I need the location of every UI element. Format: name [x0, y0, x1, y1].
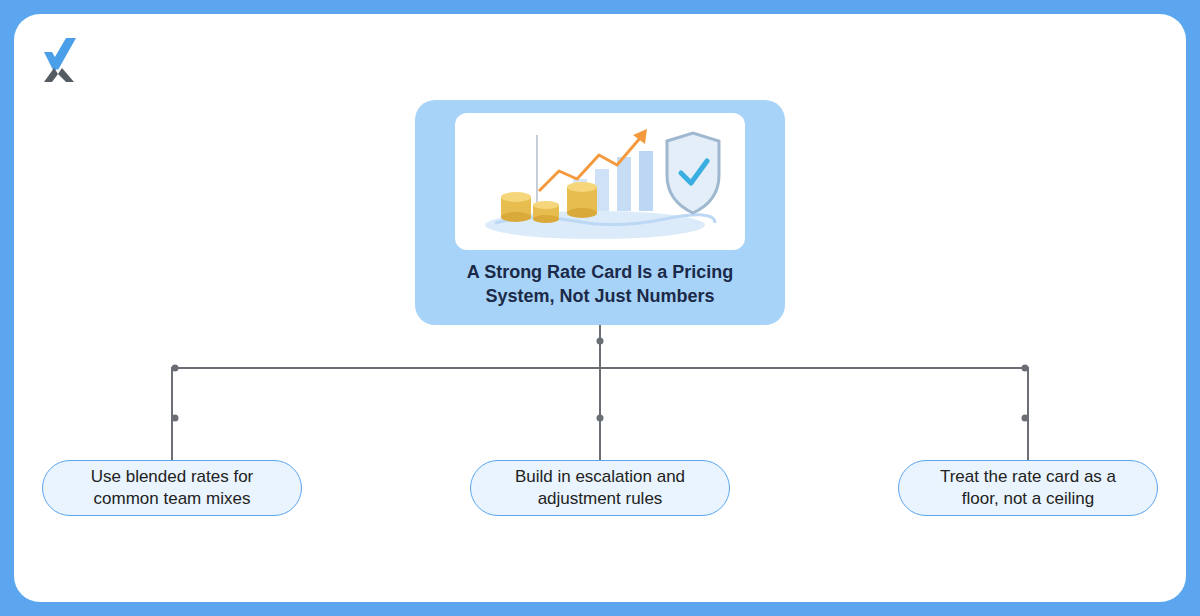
connector-line — [600, 325, 1028, 460]
chart-axis — [536, 135, 538, 211]
coin-edge — [533, 215, 559, 223]
illustration-card — [455, 113, 745, 250]
logo-x — [58, 68, 74, 82]
trend-arrow — [633, 129, 647, 144]
connector-line — [172, 325, 600, 460]
shield — [667, 133, 719, 213]
illustration — [455, 113, 745, 250]
point-pill: Use blended rates for common team mixes — [42, 460, 302, 516]
coin-top — [533, 201, 559, 209]
point-text: Use blended rates for common team mixes — [65, 466, 280, 510]
coin-top — [567, 182, 597, 192]
central-title: A Strong Rate Card Is a Pricing System, … — [435, 260, 765, 308]
tree-connector — [172, 325, 600, 460]
point-pill: Build in escalation and adjustment rules — [470, 460, 730, 516]
chart-bar — [617, 157, 631, 211]
point-pill: Treat the rate card as a floor, not a ce… — [898, 460, 1158, 516]
coin-top — [501, 192, 531, 202]
coin-stack — [501, 182, 597, 223]
logo-check — [44, 52, 60, 72]
logo-x — [44, 68, 58, 82]
point-text: Build in escalation and adjustment rules — [493, 466, 708, 510]
tree-connector — [600, 325, 1028, 460]
trend-line — [539, 137, 641, 191]
coin-edge — [567, 208, 597, 218]
brand-logo — [40, 36, 84, 86]
chart-bar — [595, 169, 609, 211]
coin-edge — [501, 212, 531, 222]
chart-bar — [639, 151, 653, 211]
check-mark — [681, 161, 707, 183]
point-text: Treat the rate card as a floor, not a ce… — [921, 466, 1136, 510]
